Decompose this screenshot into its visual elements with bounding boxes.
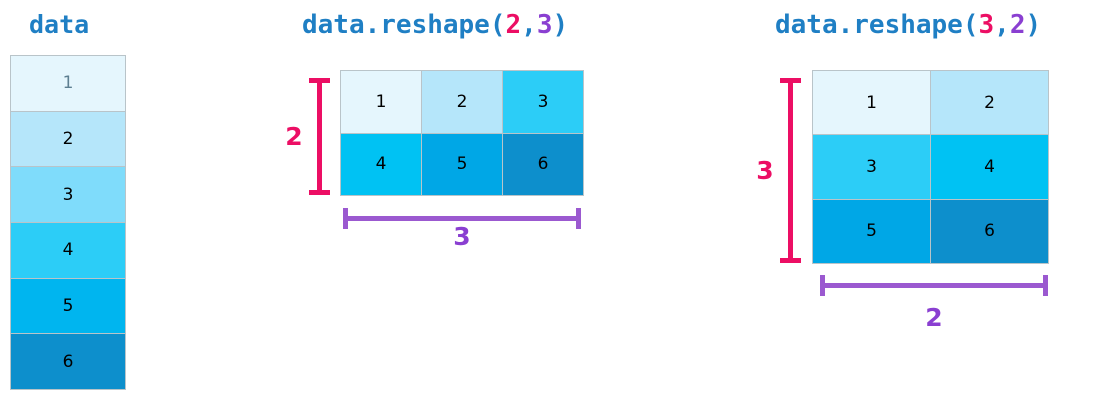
title-suffix: ) xyxy=(552,10,569,40)
reshape-3-2-title: data.reshape(3,2) xyxy=(775,10,1041,40)
row-dimension-bracket xyxy=(780,78,801,263)
bracket-stem xyxy=(343,216,581,221)
data-column-grid: 1 2 3 4 5 6 xyxy=(10,55,126,390)
row-dimension-bracket xyxy=(309,78,330,195)
col-dimension-label: 3 xyxy=(453,222,471,251)
matrix-cell: 1 xyxy=(341,71,421,133)
reshape-3-2-grid: 1 2 3 4 5 6 xyxy=(812,70,1049,264)
matrix-cell: 1 xyxy=(813,71,930,135)
title-prefix: data.reshape( xyxy=(302,10,506,40)
matrix-cell: 6 xyxy=(503,133,583,195)
bracket-stem xyxy=(317,78,322,195)
data-title: data xyxy=(29,10,90,39)
row-dimension-label: 3 xyxy=(756,156,774,185)
title-prefix: data.reshape( xyxy=(775,10,979,40)
reshape-2-3-title: data.reshape(2,3) xyxy=(302,10,568,40)
matrix-cell: 4 xyxy=(341,133,421,195)
data-cell: 1 xyxy=(11,56,125,111)
matrix-cell: 5 xyxy=(813,199,930,263)
matrix-cell: 6 xyxy=(931,199,1048,263)
col-dimension-label: 2 xyxy=(925,303,943,332)
title-arg1: 2 xyxy=(505,10,522,40)
matrix-cell: 4 xyxy=(931,135,1048,199)
title-arg1: 3 xyxy=(978,10,995,40)
bracket-stem xyxy=(820,283,1048,288)
bracket-cap-bottom xyxy=(309,190,330,195)
title-sep: , xyxy=(994,10,1010,40)
data-cell: 5 xyxy=(11,278,125,334)
bracket-cap-right xyxy=(576,208,581,229)
bracket-cap-bottom xyxy=(780,258,801,263)
matrix-cell: 2 xyxy=(931,71,1048,135)
col-dimension-bracket xyxy=(343,208,581,229)
bracket-stem xyxy=(788,78,793,263)
title-arg2: 3 xyxy=(536,10,553,40)
data-cell: 2 xyxy=(11,111,125,167)
title-sep: , xyxy=(521,10,537,40)
data-cell: 3 xyxy=(11,167,125,222)
matrix-cell: 2 xyxy=(422,71,502,133)
data-cell: 4 xyxy=(11,223,125,278)
bracket-cap-right xyxy=(1043,275,1048,296)
row-dimension-label: 2 xyxy=(285,122,303,151)
matrix-cell: 3 xyxy=(503,71,583,133)
title-suffix: ) xyxy=(1025,10,1042,40)
col-dimension-bracket xyxy=(820,275,1048,296)
matrix-cell: 3 xyxy=(813,135,930,199)
reshape-2-3-grid: 1 2 3 4 5 6 xyxy=(340,70,584,196)
title-arg2: 2 xyxy=(1009,10,1026,40)
data-cell: 6 xyxy=(11,334,125,389)
matrix-cell: 5 xyxy=(422,133,502,195)
